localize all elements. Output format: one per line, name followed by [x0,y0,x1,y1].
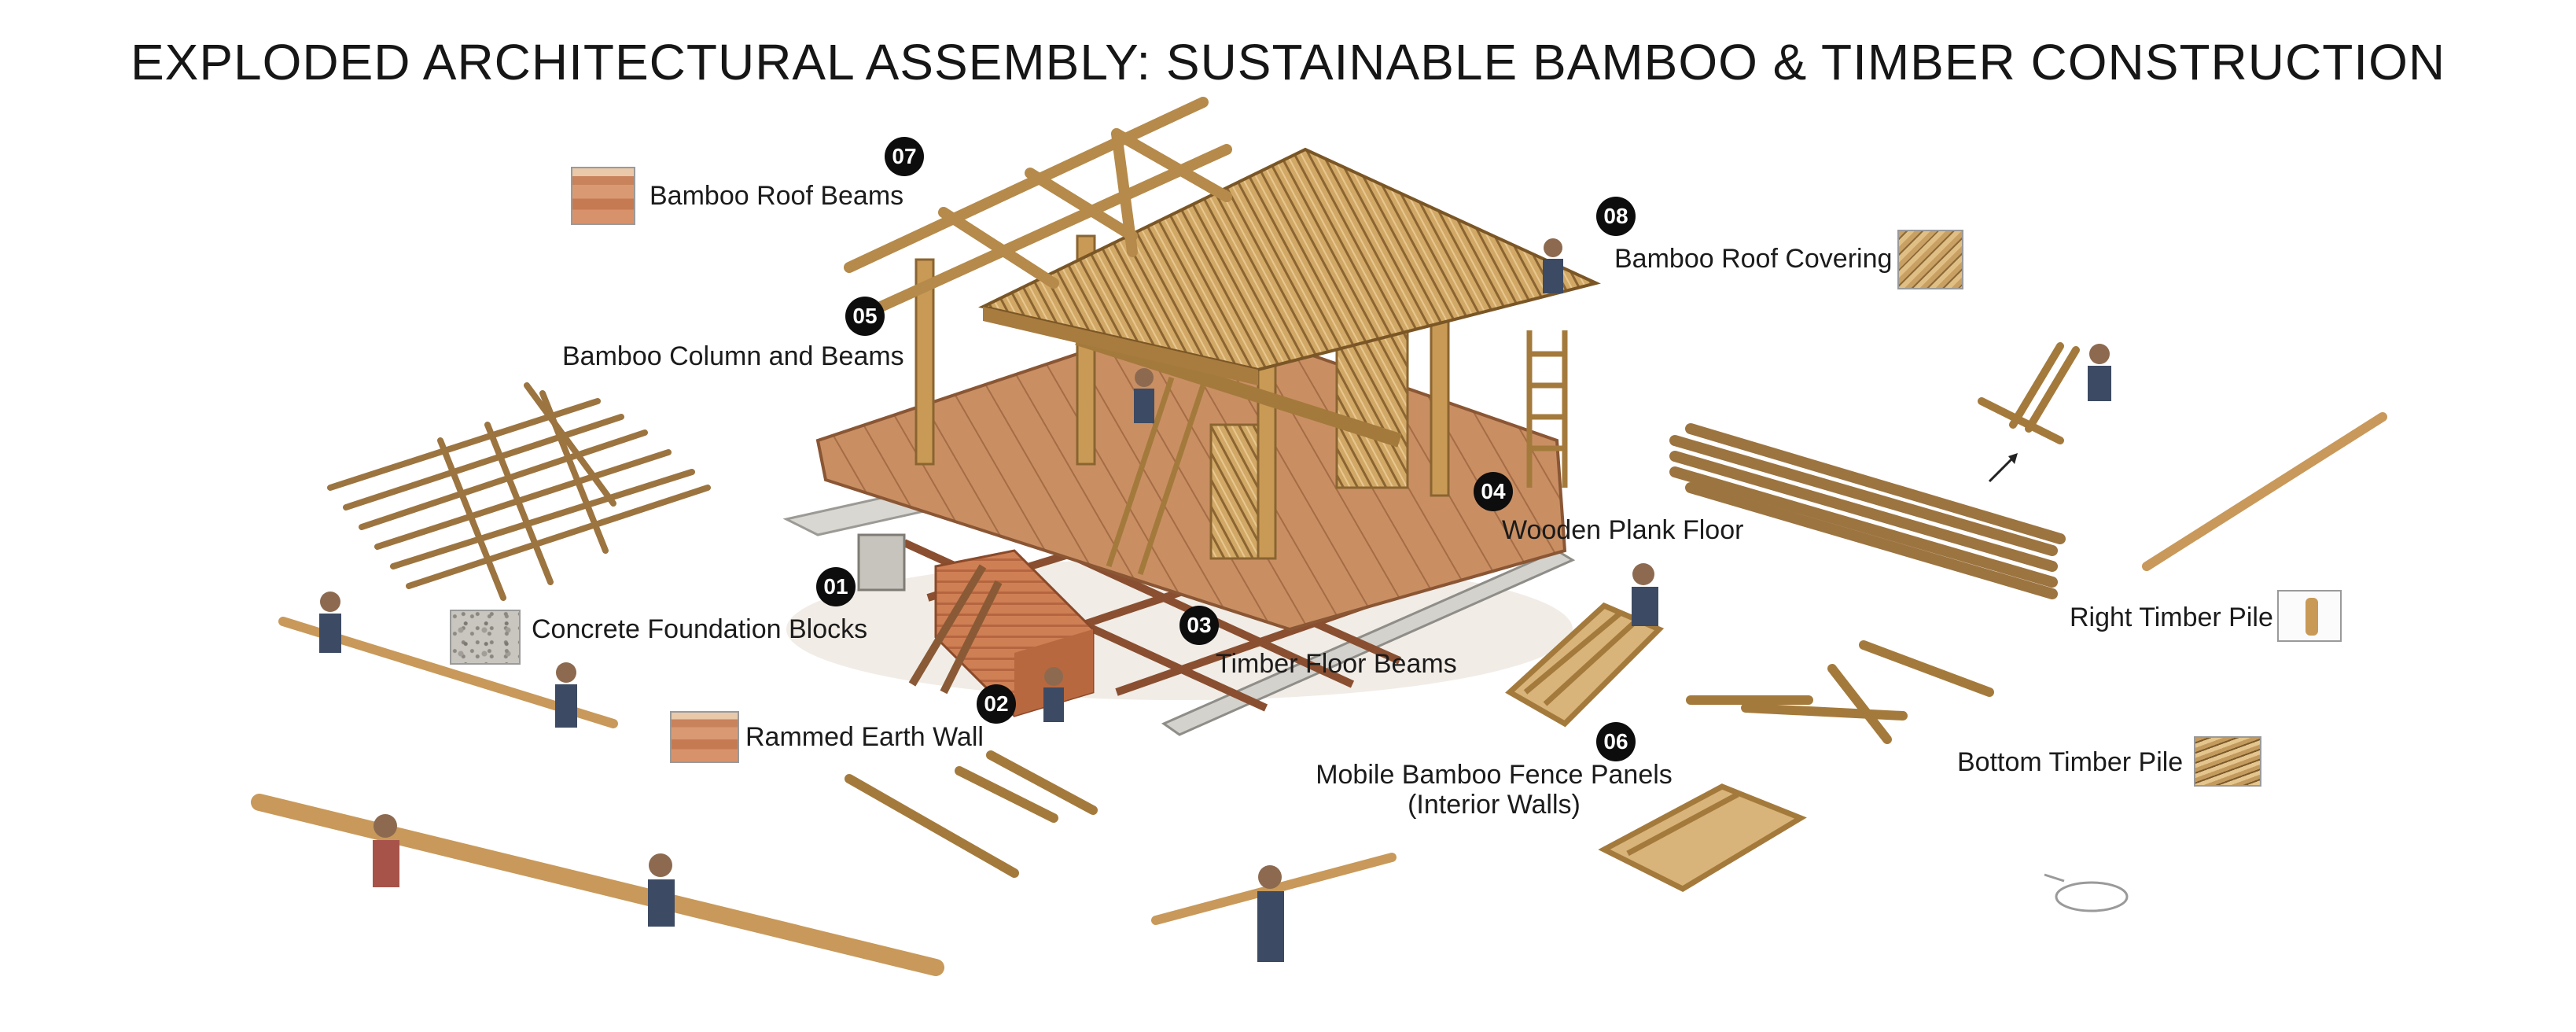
label-concrete-foundation-blocks: Concrete Foundation Blocks [532,614,868,644]
badge-04: 04 [1474,472,1513,511]
hand-truck-graphic [1978,342,2080,444]
badge-01: 01 [816,567,856,606]
swatch-roof-covering [1897,230,1963,289]
label-mobile-fence-panels: Mobile Bamboo Fence Panels [1316,760,1673,790]
badge-02: 02 [977,684,1016,724]
badge-03: 03 [1179,606,1219,645]
badge-05: 05 [845,297,885,336]
label-bamboo-roof-beams: Bamboo Roof Beams [650,181,904,211]
bamboo-columns-graphic [914,234,1450,560]
mobile-fence-panel-graphic [1505,602,1807,892]
pointer-arrow [1988,455,2016,483]
swatch-right-timber-pile [2277,590,2342,642]
swatch-rammed-earth [670,711,739,763]
badge-08: 08 [1596,197,1636,236]
label-timber-floor-beams: Timber Floor Beams [1216,649,1457,679]
label-interior-walls: (Interior Walls) [1408,790,1581,820]
scattered-timber-graphic [845,640,1994,878]
badge-07: 07 [885,137,924,176]
label-wooden-plank-floor: Wooden Plank Floor [1502,515,1744,545]
badge-06: 06 [1596,722,1636,761]
label-bottom-timber-pile: Bottom Timber Pile [1957,747,2184,777]
label-bamboo-roof-covering: Bamboo Roof Covering [1614,244,1893,274]
pointer-arrowhead [2008,453,2018,464]
small-sketch-graphic [2044,873,2129,912]
swatch-roof-beams [571,167,635,225]
single-bamboo-pole-graphic [2142,412,2387,571]
label-right-timber-pile: Right Timber Pile [2070,603,2273,632]
bamboo-bundle-graphic [1669,423,2066,599]
page-title: EXPLODED ARCHITECTURAL ASSEMBLY: SUSTAIN… [130,34,2446,90]
label-rammed-earth-wall: Rammed Earth Wall [745,722,984,752]
swatch-bottom-timber-pile [2194,736,2261,787]
label-bamboo-column-and-beams: Bamboo Column and Beams [562,341,904,371]
swatch-concrete [450,610,521,665]
workers-carrying-bamboo-graphic [251,238,2111,976]
ladder-graphic [1106,330,1568,576]
loose-fence-panel-graphic [327,382,711,601]
bamboo-roof-beams-graphic [844,97,1232,312]
